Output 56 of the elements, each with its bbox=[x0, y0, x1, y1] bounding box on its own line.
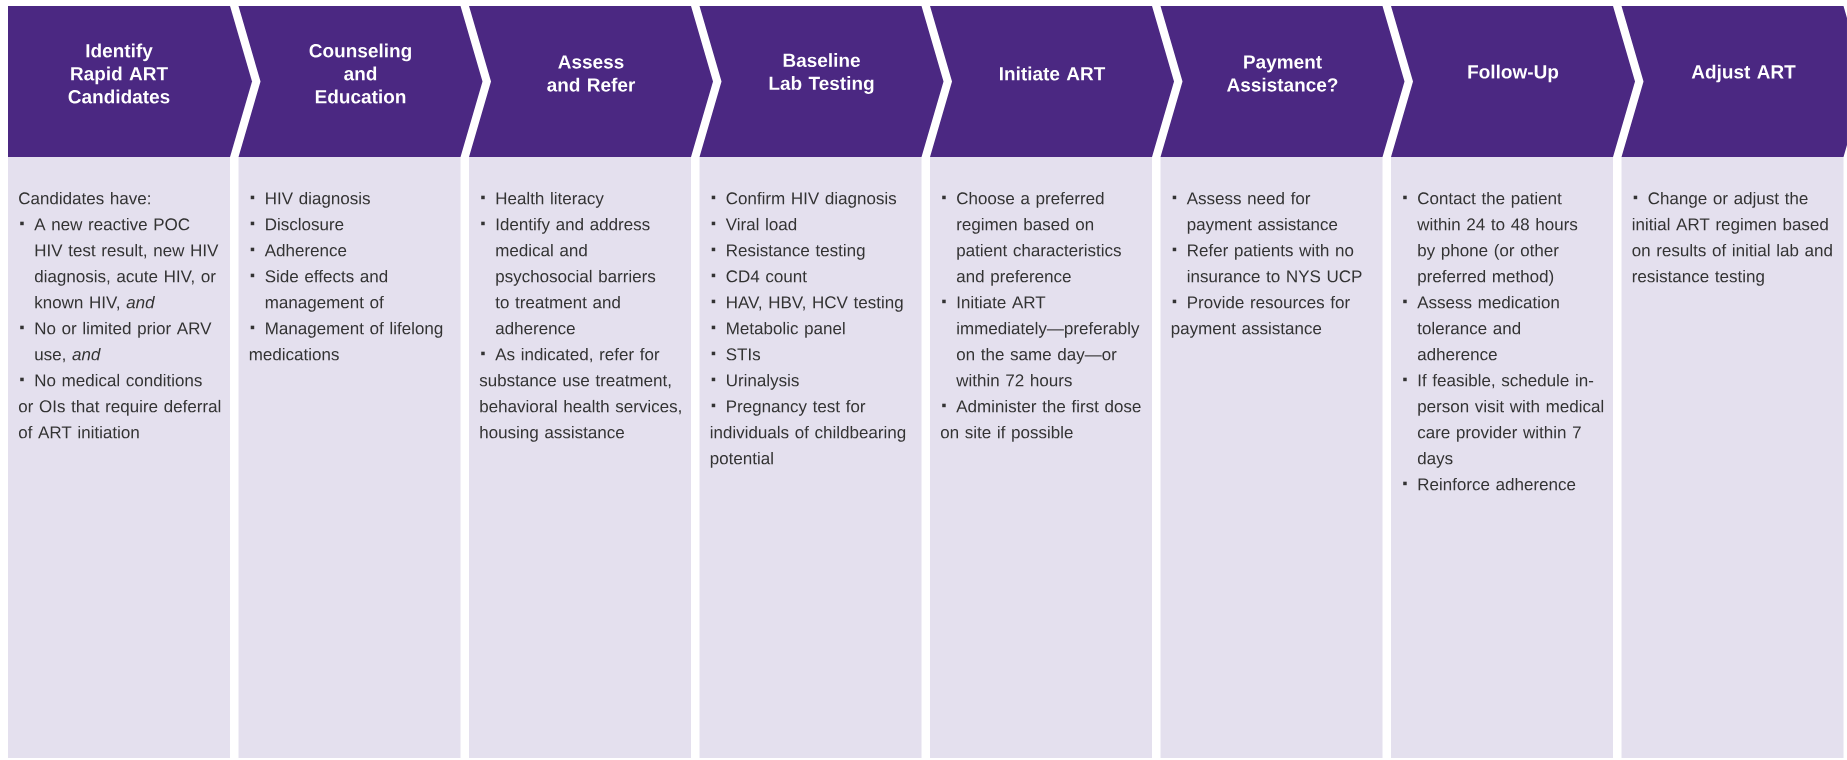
bullet-item: Reinforce adherence bbox=[1403, 477, 1576, 491]
chevron-step: Follow-Up bbox=[1391, 6, 1635, 157]
bullet-item: Side effects and management of bbox=[250, 269, 388, 312]
step-panel bbox=[8, 157, 230, 758]
bullet-item: Management of lifelong medications bbox=[249, 321, 443, 361]
step-panel bbox=[1160, 157, 1383, 758]
bullet-item: Assess medication tolerance and adherence bbox=[1403, 295, 1559, 361]
bullet-item: Metabolic panel bbox=[711, 321, 845, 338]
bullet-item: Urinalysis bbox=[711, 373, 799, 390]
step-panel bbox=[1621, 157, 1844, 758]
chevron-step: Baseline Lab Testing bbox=[699, 6, 944, 157]
node-label: Follow-Up bbox=[1468, 64, 1559, 83]
chevron-step: Payment Assistance? bbox=[1160, 6, 1405, 157]
bullet-item: HIV diagnosis bbox=[250, 191, 370, 208]
step-panel bbox=[469, 157, 691, 758]
bullet-item: CD4 count bbox=[711, 270, 807, 283]
node-label: Identify Rapid ART Candidates bbox=[68, 43, 170, 104]
bullet-item: Contact the patient within 24 to 48 hours by phone (or other preferred method) bbox=[1403, 191, 1578, 286]
bullet-item: A new reactive POC HIV test result, new HIV diagnosis, acute HIV, or known HIV, and bbox=[20, 217, 219, 311]
bullet-item: Change or adjust the initial ART regimen based on results of initial lab and resistance testing bbox=[1632, 191, 1832, 286]
bullet-item: Identify and address medical and psychosocial barriers to treatment and adherence bbox=[481, 217, 656, 335]
bullet-item: Choose a preferred regimen based on patient characteristics and preference bbox=[942, 191, 1121, 286]
chevron-step: Initiate ART bbox=[930, 6, 1174, 157]
bullet-item: No medical conditions or OIs that require deferral of ART initiation bbox=[18, 373, 221, 439]
node-label: Payment Assistance? bbox=[1227, 55, 1338, 92]
node-label: Initiate ART bbox=[999, 66, 1106, 81]
bullet-item: Viral load bbox=[711, 217, 797, 231]
step-panel bbox=[930, 157, 1152, 758]
node-label: Counseling and Education bbox=[309, 43, 411, 104]
bullet-item: If feasible, schedule in-person visit with medical care provider within 7 days bbox=[1403, 373, 1604, 468]
step-panel bbox=[238, 157, 461, 758]
bullet-item: Provide resources for payment assistance bbox=[1171, 295, 1350, 338]
bullet-item: As indicated, refer for substance use treatment, behavioral health services, housing assistance bbox=[479, 347, 681, 442]
bullet-item: Administer the first dose on site if possible bbox=[940, 399, 1141, 442]
bullet-item: Pregnancy test for individuals of childbearing potential bbox=[710, 399, 906, 468]
bullet-item: Initiate ART immediately—preferably on the same day—or within 72 hours bbox=[942, 295, 1140, 387]
bullet-item: Health literacy bbox=[481, 191, 604, 208]
node-label: Adjust ART bbox=[1691, 64, 1796, 83]
step-panel bbox=[1391, 157, 1613, 758]
chevron-step: Counseling and Education bbox=[238, 6, 483, 157]
chevron-step: Adjust ART bbox=[1621, 6, 1847, 157]
bullet-item: STIs bbox=[711, 348, 761, 361]
bullet-item: HAV, HBV, HCV testing bbox=[711, 295, 903, 312]
bullet-item: Assess need for payment assistance bbox=[1172, 191, 1338, 234]
bullet-item: Refer patients with no insurance to NYS UCP bbox=[1172, 243, 1362, 283]
intro-text: Candidates have: bbox=[19, 191, 150, 205]
bullet-item: Adherence bbox=[250, 243, 347, 257]
node-label: Baseline Lab Testing bbox=[769, 53, 874, 94]
chevron-step: Identify Rapid ART Candidates bbox=[8, 6, 252, 157]
bullet-item: No or limited prior ARV use, and bbox=[20, 321, 212, 363]
node-label: Assess and Refer bbox=[547, 55, 636, 92]
bullet-item: Resistance testing bbox=[711, 243, 865, 260]
bullet-item: Confirm HIV diagnosis bbox=[711, 191, 897, 208]
chevron-step: Assess and Refer bbox=[469, 6, 713, 157]
bullet-item: Disclosure bbox=[250, 217, 344, 231]
step-panel bbox=[699, 157, 922, 758]
